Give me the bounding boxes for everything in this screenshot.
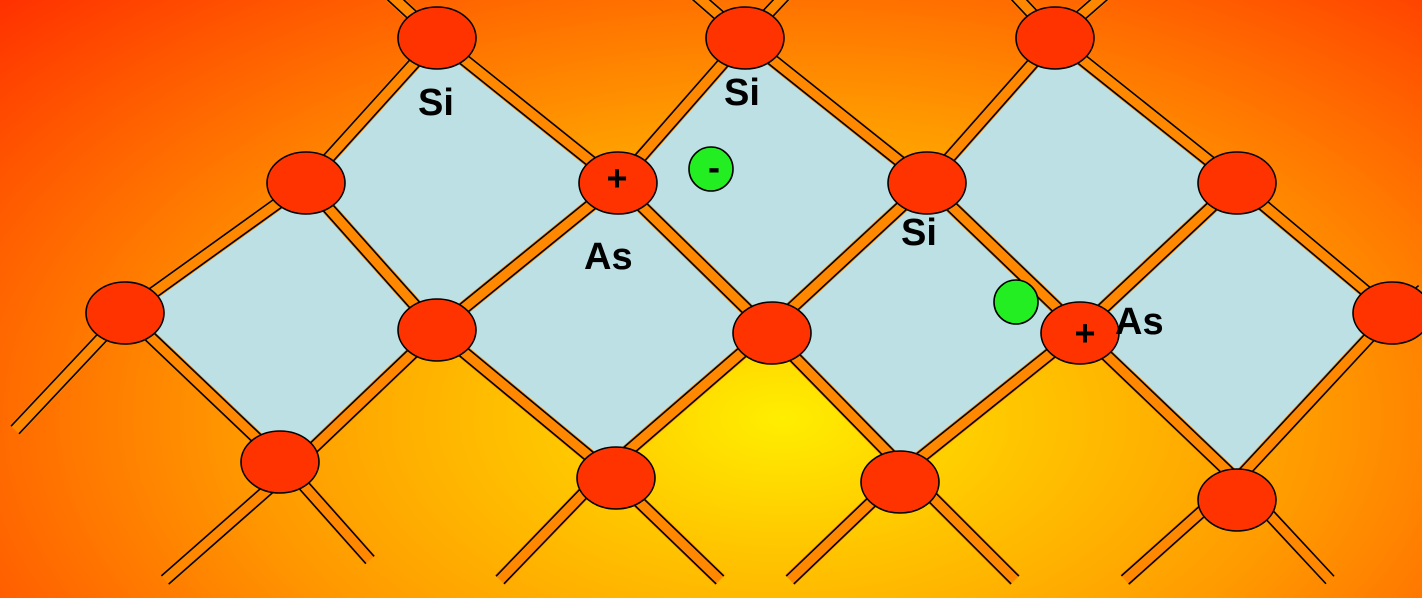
atom-9: [397, 298, 477, 362]
bond-line: [293, 333, 442, 475]
bond-line: [433, 178, 616, 327]
bond-band: [922, 177, 1085, 336]
bond-band: [1075, 177, 1242, 336]
atom-14: [576, 446, 656, 510]
atom-8: [85, 281, 165, 345]
electron-minus-sign: -: [708, 147, 720, 188]
atom-5: [578, 151, 658, 215]
bond-band: [601, 324, 773, 476]
atom-4: [266, 151, 346, 215]
as-label-2: As: [1115, 301, 1164, 343]
bond-band: [432, 177, 623, 336]
bond-band: [1231, 308, 1398, 485]
lattice-cell-1: [306, 38, 618, 330]
atom-6: [887, 151, 967, 215]
bond-line: [1232, 308, 1389, 477]
atom-10: [732, 301, 812, 365]
bond-line: [439, 186, 622, 335]
bond-line: [922, 186, 1077, 335]
atom-12: [1352, 281, 1422, 345]
bond-line: [741, 41, 925, 188]
bond-line: [907, 333, 1084, 475]
bond-line: [613, 186, 765, 335]
bond-line: [1240, 316, 1397, 485]
si-label-2: Si: [724, 72, 760, 114]
atom-3: [1015, 6, 1095, 70]
atom-15: [860, 450, 940, 514]
si-label-3: Si: [901, 212, 937, 254]
ion-plus-sign-1: +: [606, 158, 627, 199]
bond-line: [1083, 186, 1242, 335]
atom-13: [240, 430, 320, 494]
bond-line: [601, 325, 765, 467]
bond-line: [747, 33, 931, 180]
free-electron-1: [688, 146, 734, 192]
si-label-1: Si: [418, 82, 454, 124]
bond-band: [120, 177, 311, 319]
atom-7: [1197, 151, 1277, 215]
bond-band: [763, 177, 932, 336]
bond-line: [439, 33, 622, 180]
bond-line: [1057, 33, 1241, 180]
bond-band: [1050, 32, 1242, 189]
bond-band: [432, 32, 623, 189]
bond-line: [432, 333, 604, 475]
atom-1: [397, 6, 477, 70]
atom-16: [1197, 468, 1277, 532]
bond-band: [432, 324, 611, 476]
bond-line: [433, 41, 616, 188]
lattice-cell-6: [768, 183, 1080, 470]
atom-11: [1040, 301, 1120, 365]
bond-line: [1051, 41, 1235, 188]
free-electron-2: [993, 279, 1039, 325]
bond-band: [740, 32, 932, 189]
ion-plus-sign-2: +: [1074, 313, 1095, 354]
as-label-1: As: [584, 236, 633, 278]
atom-2: [705, 6, 785, 70]
